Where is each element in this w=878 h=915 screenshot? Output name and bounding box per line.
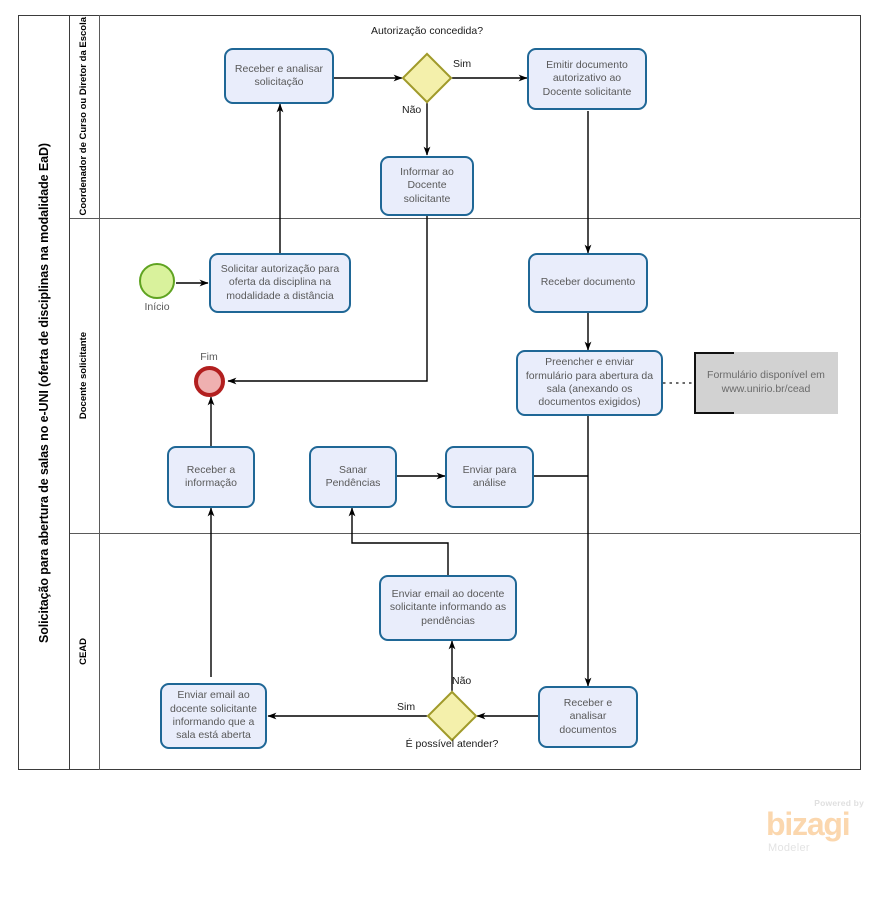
task-enviar-email-sala-aberta[interactable]: Enviar email ao docente solicitante info… bbox=[160, 683, 267, 749]
logo-brand-name: bizagi bbox=[766, 806, 851, 842]
lane-label-cead: CEAD bbox=[78, 638, 90, 665]
task-label: Emitir documento autorizativo ao Docente… bbox=[542, 58, 632, 98]
gateway-atender-label: É possível atender? bbox=[405, 738, 499, 750]
lane-label-coordenador: Coordenador de Curso ou Diretor da Escol… bbox=[78, 17, 90, 216]
lane-header-docente: Docente solicitante bbox=[70, 218, 100, 533]
task-enviar-email-pendencias[interactable]: Enviar email ao docente solicitante info… bbox=[379, 575, 517, 641]
task-solicitar-autorizacao[interactable]: Solicitar autorização para oferta da dis… bbox=[209, 253, 351, 313]
task-label: Preencher e enviar formulário para abert… bbox=[525, 356, 654, 409]
task-enviar-para-analise[interactable]: Enviar para análise bbox=[445, 446, 534, 508]
task-label: Sanar Pendências bbox=[325, 463, 381, 489]
task-label: Receber documento bbox=[540, 276, 636, 289]
gateway-autorizacao-concedida[interactable] bbox=[401, 52, 453, 104]
task-label: Receber e analisar solicitação bbox=[234, 62, 324, 88]
task-label: Receber a informação bbox=[185, 463, 237, 489]
task-receber-analisar-solicitacao[interactable]: Receber e analisar solicitação bbox=[224, 48, 334, 104]
bizagi-logo: Powered by bizagi Modeler bbox=[766, 798, 866, 860]
lane-separator-2 bbox=[70, 533, 861, 534]
task-label: Enviar email ao docente solicitante info… bbox=[389, 587, 507, 627]
gateway-diamond bbox=[401, 52, 453, 104]
task-sanar-pendencias[interactable]: Sanar Pendências bbox=[309, 446, 397, 508]
pool-title: Solicitação para abertura de salas no e-… bbox=[18, 15, 70, 770]
task-label: Receber e analisar documentos bbox=[559, 696, 617, 736]
task-emitir-documento[interactable]: Emitir documento autorizativo ao Docente… bbox=[527, 48, 647, 110]
annotation-label: Formulário disponível em www.unirio.br/c… bbox=[707, 369, 825, 395]
logo-powered-by: Powered by bbox=[814, 798, 864, 808]
flow-label-gw1-nao: Não bbox=[402, 104, 422, 116]
task-receber-informacao[interactable]: Receber a informação bbox=[167, 446, 255, 508]
lane-label-docente: Docente solicitante bbox=[78, 331, 90, 420]
task-receber-documento[interactable]: Receber documento bbox=[528, 253, 648, 313]
task-receber-analisar-documentos[interactable]: Receber e analisar documentos bbox=[538, 686, 638, 748]
gateway-e-possivel-atender[interactable] bbox=[426, 690, 478, 742]
task-preencher-enviar-formulario[interactable]: Preencher e enviar formulário para abert… bbox=[516, 350, 663, 416]
gateway-autorizacao-label: Autorização concedida? bbox=[370, 25, 484, 37]
lane-header-cead: CEAD bbox=[70, 533, 100, 770]
pool-title-label: Solicitação para abertura de salas no e-… bbox=[36, 142, 51, 643]
end-event-label: Fim bbox=[200, 351, 218, 363]
start-event-inicio[interactable] bbox=[139, 263, 175, 299]
annotation-formulario: Formulário disponível em www.unirio.br/c… bbox=[694, 352, 838, 414]
task-informar-docente[interactable]: Informar ao Docente solicitante bbox=[380, 156, 474, 216]
gateway-diamond bbox=[426, 690, 478, 742]
flow-label-gw1-sim: Sim bbox=[453, 58, 472, 70]
task-label: Solicitar autorização para oferta da dis… bbox=[220, 262, 340, 302]
flow-label-gw2-nao: Não bbox=[452, 675, 472, 687]
end-event-fim[interactable] bbox=[194, 366, 225, 397]
flow-label-gw2-sim: Sim bbox=[397, 701, 416, 713]
lane-separator-1 bbox=[70, 218, 861, 219]
start-event-label: Início bbox=[144, 301, 170, 313]
task-label: Informar ao Docente solicitante bbox=[400, 165, 454, 205]
task-label: Enviar para análise bbox=[462, 463, 517, 489]
logo-product-name: Modeler bbox=[768, 842, 810, 854]
lane-header-coordenador: Coordenador de Curso ou Diretor da Escol… bbox=[70, 15, 100, 218]
task-label: Enviar email ao docente solicitante info… bbox=[170, 689, 257, 742]
